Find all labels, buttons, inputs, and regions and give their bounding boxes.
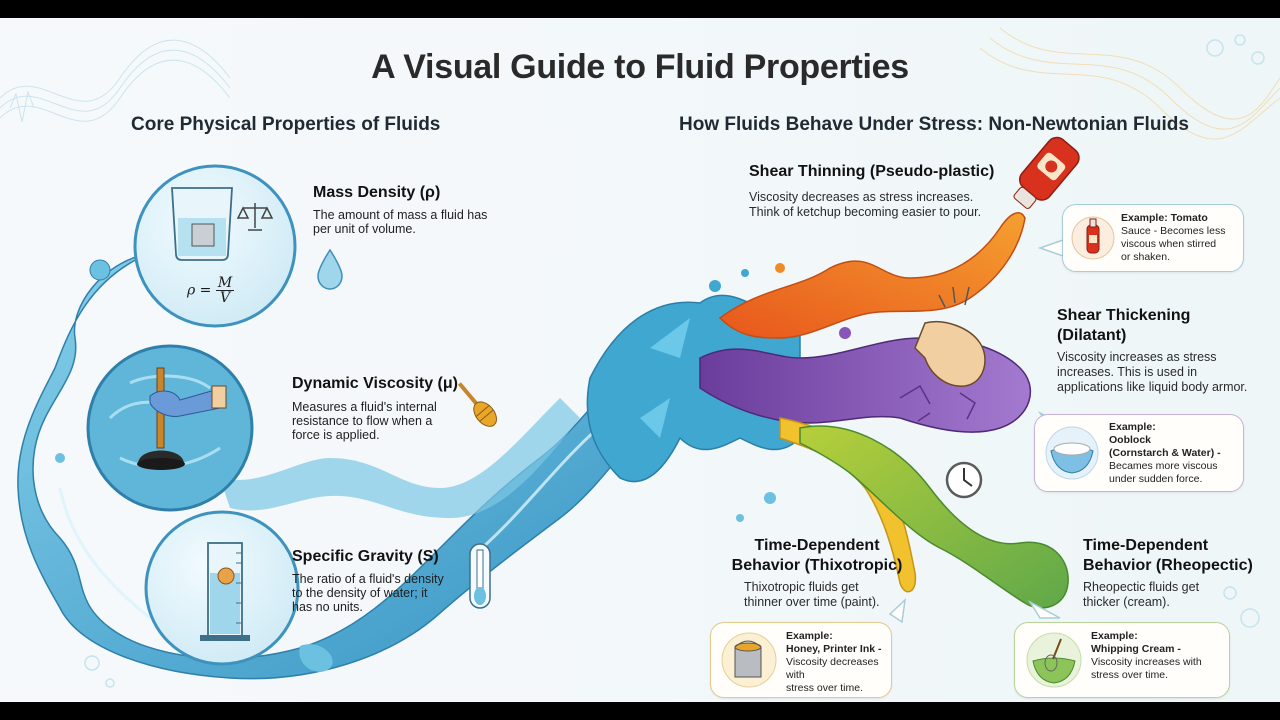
splash-center xyxy=(586,269,801,483)
specific-gravity-title: Specific Gravity (S) xyxy=(292,548,439,565)
fist-icon xyxy=(914,286,986,387)
viscosity-bubble xyxy=(86,344,254,512)
thixotropic-title: Time-Dependent Behavior (Thixotropic) xyxy=(731,537,903,574)
shear-thickening-title: Shear Thickening (Dilatant) xyxy=(1057,307,1191,344)
background-swirl-left xyxy=(0,39,231,123)
page-title: A Visual Guide to Fluid Properties xyxy=(371,48,909,86)
hydrometer-icon xyxy=(469,543,491,609)
orange-stream xyxy=(718,212,1026,339)
rheopectic-title: Time-Dependent Behavior (Rheopectic) xyxy=(1083,537,1253,574)
bubble-pointer-4 xyxy=(1027,600,1061,619)
specific-gravity-description: The ratio of a fluid's density to the de… xyxy=(292,572,444,614)
graduated-cylinder-icon xyxy=(200,542,250,641)
thixotropic-example-bubble: Example: Honey, Printer Ink - Viscosity … xyxy=(710,622,892,698)
rheopectic-example-bubble: Example: Whipping Cream - Viscosity incr… xyxy=(1014,622,1230,698)
honey-dipper-icon xyxy=(457,382,497,427)
density-title: Mass Density (ρ) xyxy=(313,184,441,201)
thixotropic-description: Thixotropic fluids get thinner over time… xyxy=(744,580,880,609)
shear-thickening-description: Viscosity increases as stress increases.… xyxy=(1057,350,1248,394)
beaker-icon xyxy=(171,187,233,261)
illustration-layer xyxy=(0,27,1280,688)
infographic-canvas: A Visual Guide to Fluid Properties Core … xyxy=(0,18,1280,702)
bubble-pointer-3 xyxy=(888,598,907,624)
left-section-heading: Core Physical Properties of Fluids xyxy=(131,114,441,135)
density-formula: ρ = M V xyxy=(187,275,235,306)
droplet-icon xyxy=(317,248,343,290)
ketchup-bottle-icon xyxy=(1013,136,1080,209)
whisk-bowl-icon xyxy=(1026,632,1082,688)
viscosity-description: Measures a fluid's internal resistance t… xyxy=(292,400,437,442)
background-swirl-right xyxy=(979,27,1280,140)
clock-icon xyxy=(945,461,983,499)
shear-thinning-description: Viscosity decreases as stress increases.… xyxy=(749,190,982,219)
bubble-pointer-1 xyxy=(1037,238,1064,258)
plunger-icon xyxy=(137,367,227,470)
background-circles xyxy=(84,34,1265,688)
rheopectic-description: Rheopectic fluids get thicker (cream). xyxy=(1083,580,1200,609)
shear-thinning-title: Shear Thinning (Pseudo-plastic) xyxy=(749,163,995,180)
right-section-heading: How Fluids Behave Under Stress: Non-Newt… xyxy=(679,114,1189,135)
green-stream xyxy=(799,425,1069,609)
shear-thinning-example-bubble: Example: Tomato Sauce - Becomes less vis… xyxy=(1062,204,1244,272)
ooblock-bowl-icon xyxy=(1045,426,1099,480)
viscosity-title: Dynamic Viscosity (μ) xyxy=(292,375,458,392)
shear-thickening-example-bubble: Example: Ooblock (Cornstarch & Water) - … xyxy=(1034,414,1244,492)
scale-icon xyxy=(236,203,274,231)
ketchup-small-icon xyxy=(1071,216,1115,260)
paint-can-icon xyxy=(721,632,777,688)
density-description: The amount of mass a fluid has per unit … xyxy=(313,208,488,236)
